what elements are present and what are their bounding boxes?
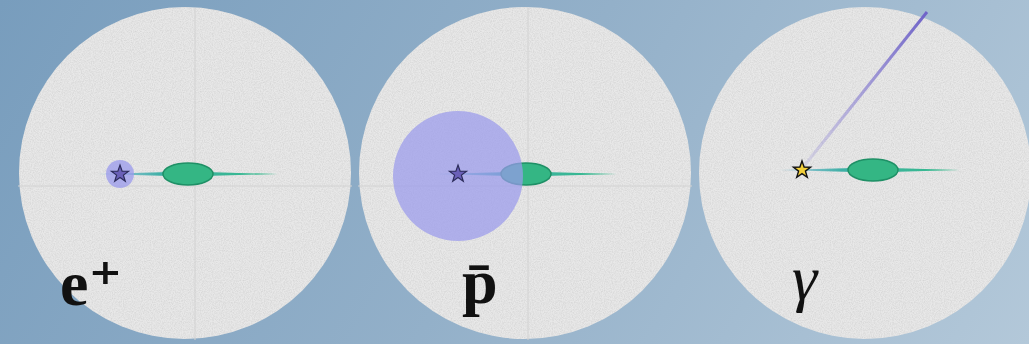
sky-disc	[698, 6, 1029, 340]
particle-label: p̄	[462, 250, 498, 314]
source-star	[449, 165, 466, 181]
sky-disc-fill	[699, 7, 1029, 339]
diffusion-region	[393, 111, 523, 241]
sky-noise	[359, 7, 691, 339]
galaxy-bulge	[848, 159, 898, 181]
particle-label: γ	[792, 246, 817, 310]
source-star	[111, 165, 128, 181]
panel-positron	[18, 8, 352, 340]
panel-circle: e⁺	[18, 6, 352, 340]
panel-circle: p̄	[358, 6, 692, 340]
sky-noise	[19, 7, 351, 339]
galaxy-bulge	[163, 163, 213, 185]
sky-disc-fill	[19, 7, 351, 339]
sky-disc	[358, 6, 692, 340]
panel-circle: γ	[698, 6, 1029, 340]
sky-disc-fill	[359, 7, 691, 339]
panel-antiproton	[358, 8, 692, 340]
diffusion-region	[106, 160, 134, 188]
sky-noise	[699, 7, 1029, 339]
particle-label: e⁺	[60, 252, 122, 316]
